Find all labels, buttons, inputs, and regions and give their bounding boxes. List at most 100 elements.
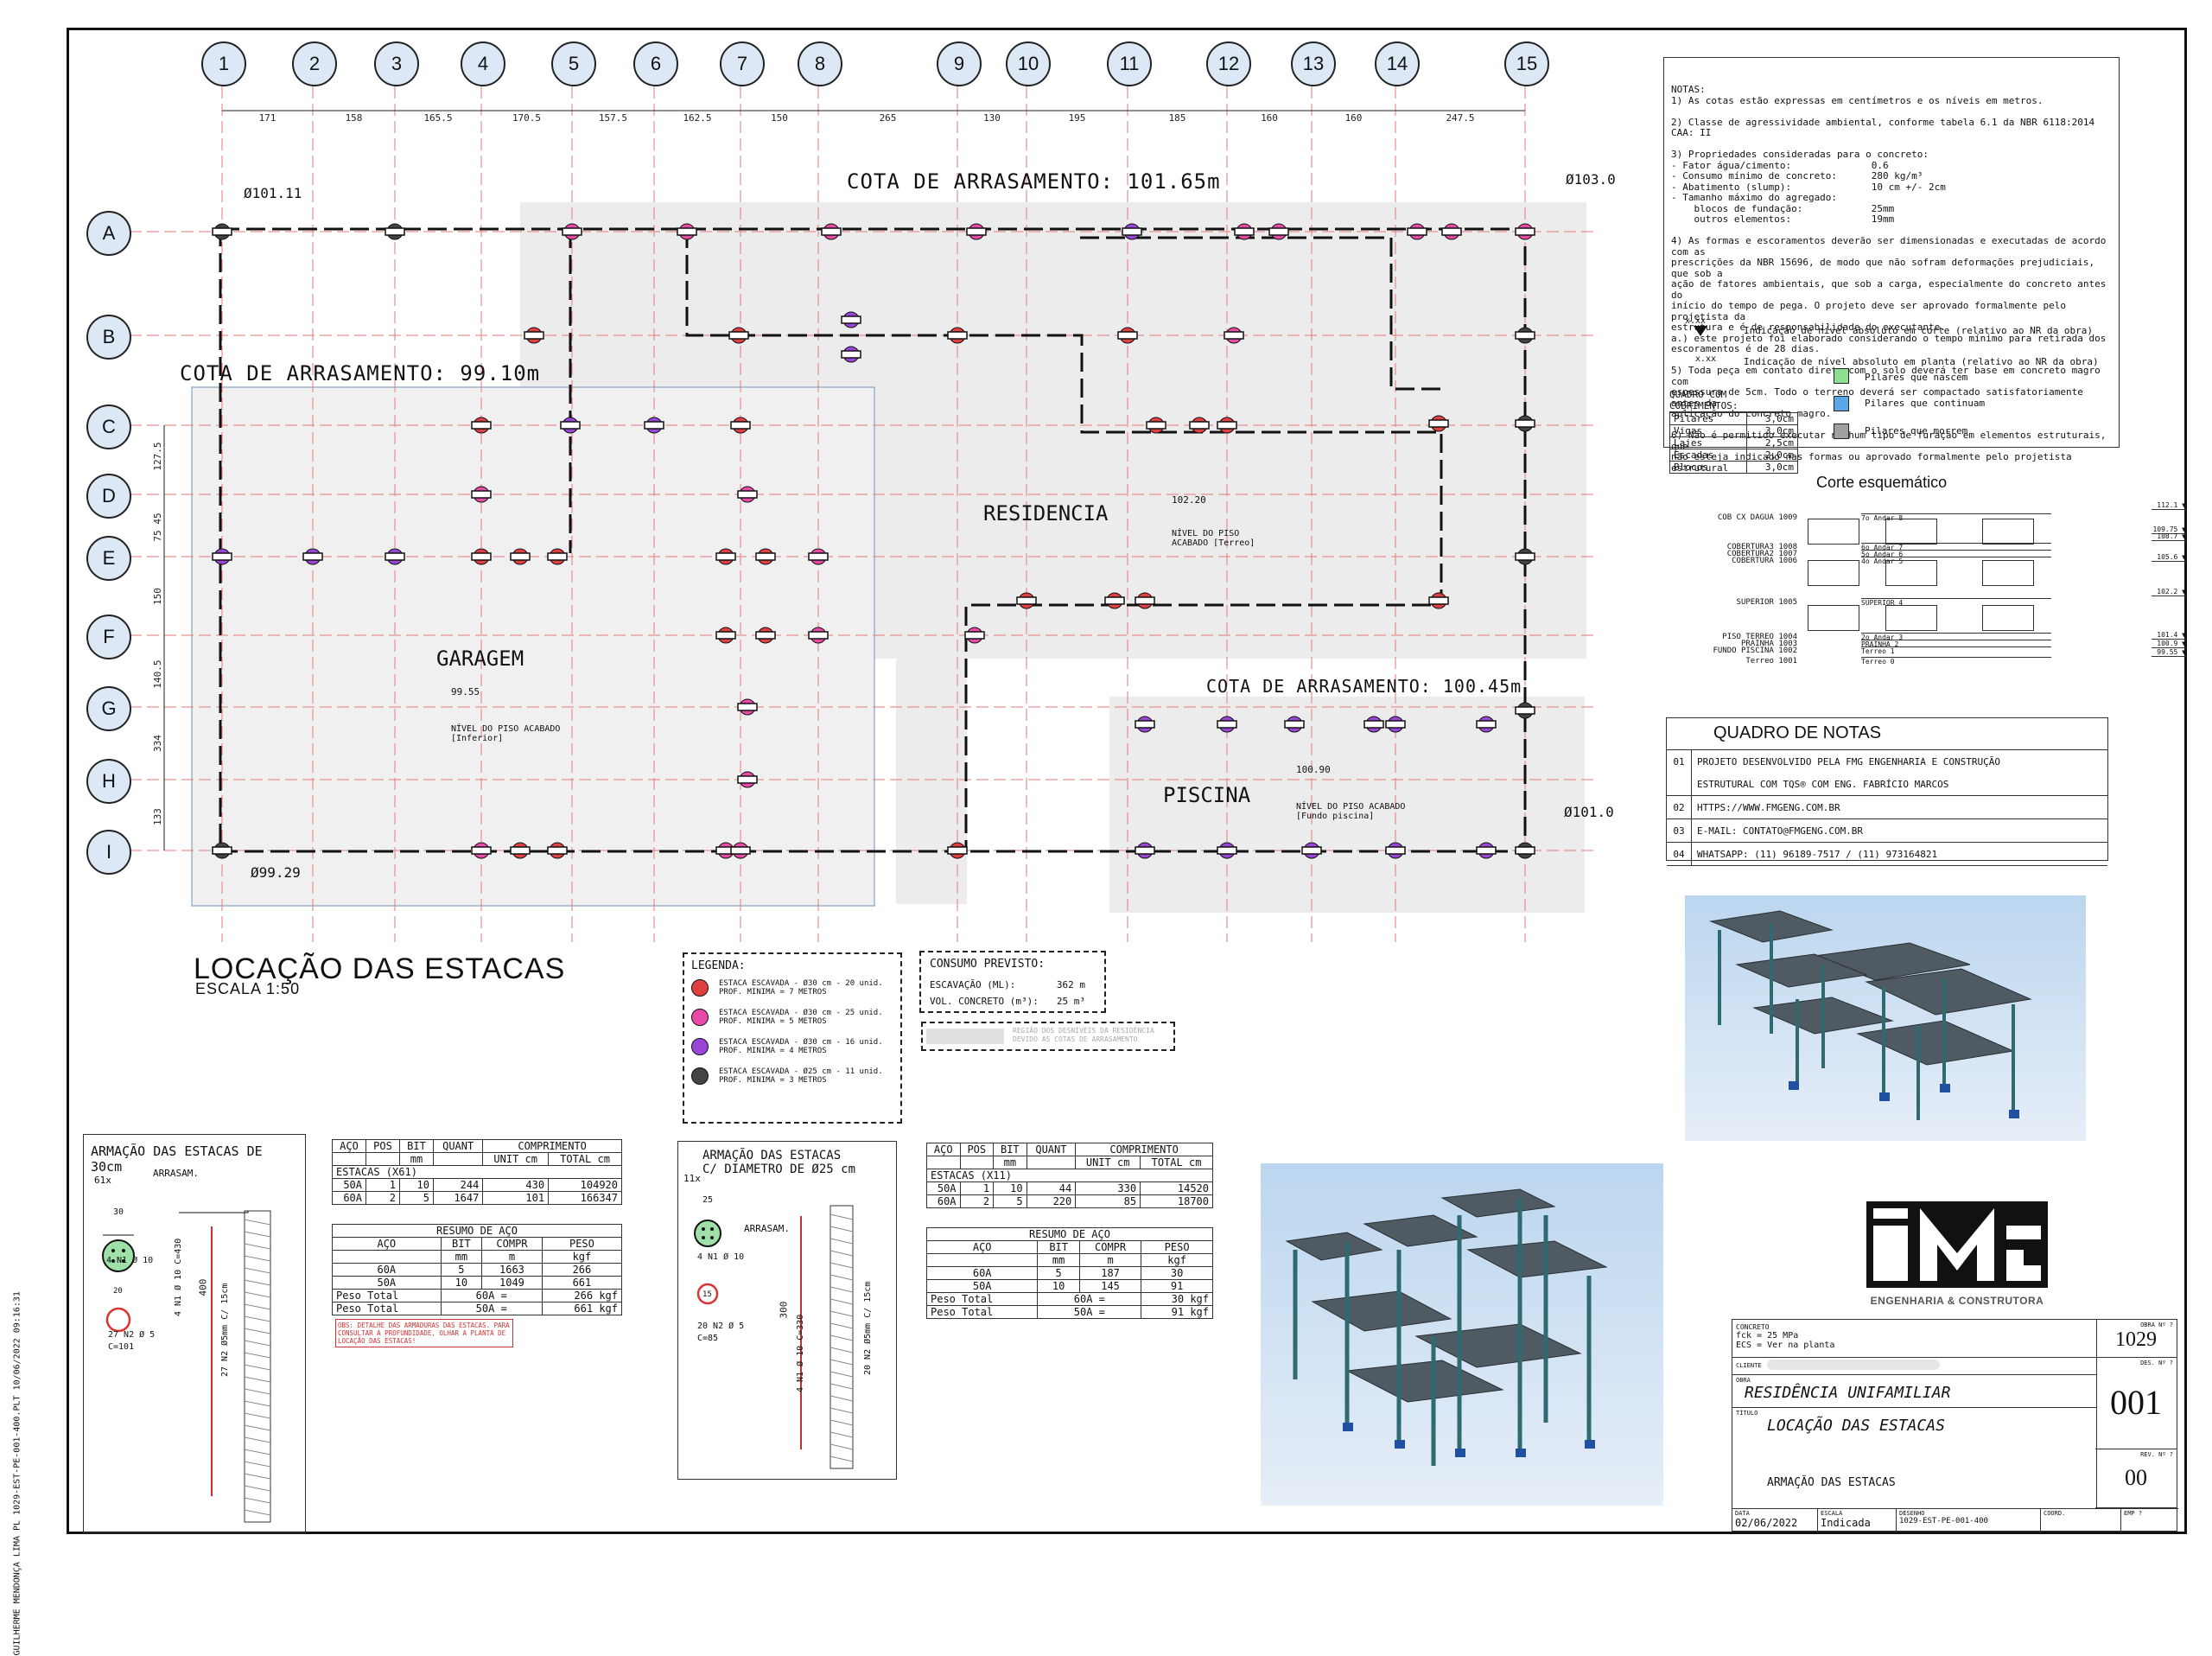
stirrup-line — [244, 1376, 271, 1383]
main-title: LOCAÇÃO DAS ESTACAS — [194, 952, 566, 985]
pile-61 — [547, 842, 568, 859]
pile-69 — [1476, 842, 1497, 859]
table-cell: 661 kgf — [541, 1302, 623, 1315]
pile-block — [1135, 720, 1155, 729]
arm25-title: ARMAÇÃO DAS ESTACAS — [702, 1149, 842, 1162]
pile-70 — [1515, 842, 1535, 859]
pile-block — [1476, 720, 1497, 729]
pile-block — [1515, 227, 1535, 236]
table-cell: 50A — [925, 1279, 1039, 1293]
table-cell: 60A = — [1037, 1292, 1142, 1306]
pile-1 — [385, 223, 405, 240]
zone-corridor — [896, 387, 967, 904]
dim-top-10: 185 — [1169, 112, 1186, 124]
table-cell: mm — [440, 1250, 483, 1264]
pile-68 — [1385, 842, 1406, 859]
pile-block — [212, 227, 232, 236]
table-cell: Peso Total — [925, 1292, 1039, 1306]
pile-block — [1224, 331, 1244, 340]
pile-block — [964, 631, 985, 640]
pile-block — [715, 552, 736, 561]
pile-block — [947, 331, 968, 340]
stirrup-line — [830, 1250, 854, 1257]
table-cell: 91 kgf — [1141, 1305, 1213, 1319]
pile-21 — [560, 417, 581, 434]
fmg-logo-mark — [1866, 1201, 2048, 1288]
level-symbol-corte: x.xx — [1685, 316, 1719, 336]
stirrup-line — [830, 1334, 854, 1341]
table-cell — [365, 1152, 400, 1166]
table-cell: 1 — [365, 1178, 400, 1192]
corte-floor-2: PRAINHA 2 — [1861, 640, 2051, 648]
table-group-row: ESTACAS (X61) — [332, 1165, 622, 1179]
stirrup-line — [244, 1364, 271, 1371]
titulo-label: TÍTULO — [1736, 1410, 1758, 1417]
fmg-logo: ENGENHARIA & CONSTRUTORA — [1866, 1201, 2048, 1309]
column-bubble-8: 8 — [798, 41, 842, 86]
table-cell: 10 — [440, 1276, 483, 1290]
cobrimento-cell: Pilares — [1669, 412, 1747, 425]
legenda-item: ESTACA ESCAVADA - Ø30 cm - 16 unid.PROF.… — [691, 1038, 893, 1055]
table-cell: 5 — [440, 1263, 483, 1277]
quadro-nota-num: 04 — [1667, 843, 1692, 865]
corte-level-1004: PISO TERREO 1004 — [1722, 633, 1797, 641]
table-cell: Peso Total — [332, 1302, 442, 1315]
table-cell — [332, 1250, 442, 1264]
pile-10 — [1441, 223, 1462, 240]
corte-room — [1808, 560, 1859, 586]
pile-block — [560, 421, 581, 430]
table-cell: 2 — [959, 1194, 995, 1208]
label-garagem: GARAGEM — [436, 646, 524, 671]
dim-left-3: 150 — [152, 588, 163, 605]
regiao-text-2: DEVIDO AS COTAS DE ARRASAMENTO — [1013, 1035, 1138, 1043]
corte-room — [1885, 519, 1937, 545]
corte-level-1006: COBERTURA 1006 — [1732, 557, 1797, 565]
dim-top-11: 160 — [1261, 112, 1278, 124]
table-cell: 85 — [1075, 1194, 1141, 1208]
stirrup-line — [244, 1291, 271, 1298]
corte-floor-1: Terreo 1 — [1861, 646, 2051, 655]
pile-59 — [471, 842, 492, 859]
cota-garagem: COTA DE ARRASAMENTO: 99.10m — [180, 361, 541, 385]
column-bubble-5: 5 — [551, 41, 596, 86]
pile-54 — [1363, 716, 1384, 733]
pile-58 — [212, 842, 232, 859]
cobrimento-cell: 3,0cm — [1746, 412, 1798, 425]
stirrup-line — [830, 1298, 854, 1305]
pile-57 — [1515, 702, 1535, 719]
corte-right-level: 112.1 ▼ — [2152, 501, 2186, 510]
nivel-garagem-text: NÍVEL DO PISO ACABADO [Inferior] — [451, 724, 561, 743]
table-cell: Peso Total — [925, 1305, 1039, 1319]
pile-0 — [212, 223, 232, 240]
nivel-piscina-text: NÍVEL DO PISO ACABADO [Fundo piscina] — [1296, 802, 1406, 821]
pile-block — [510, 552, 531, 561]
arm30-n2-dim: 20 — [113, 1287, 123, 1296]
pile-2 — [562, 223, 582, 240]
quadro-nota-num: 02 — [1667, 796, 1692, 818]
dim-top-12: 160 — [1345, 112, 1363, 124]
pile-24 — [1146, 417, 1166, 434]
table-cell: 430 — [482, 1178, 550, 1192]
table-cell — [926, 1156, 961, 1169]
pilares-nascem-label: Pilares que nascem — [1865, 372, 1968, 383]
arm30-drawing — [102, 1210, 271, 1523]
pile-block — [1268, 227, 1289, 236]
table-cell — [1026, 1156, 1077, 1169]
pile-47 — [1135, 592, 1155, 609]
dim-top-3: 170.5 — [512, 112, 541, 124]
escala-label: ESCALA — [1821, 1510, 1843, 1517]
pile-block — [1441, 227, 1462, 236]
legenda-item: ESTACA ESCAVADA - Ø30 cm - 20 unid.PROF.… — [691, 979, 893, 997]
legenda-pile-icon — [691, 1009, 709, 1026]
continuam-swatch — [1834, 396, 1849, 411]
table-cell: UNIT cm — [1075, 1156, 1141, 1169]
column-bubble-15: 15 — [1504, 41, 1549, 86]
pile-block — [1016, 596, 1037, 605]
dim-top-0: 171 — [259, 112, 276, 124]
